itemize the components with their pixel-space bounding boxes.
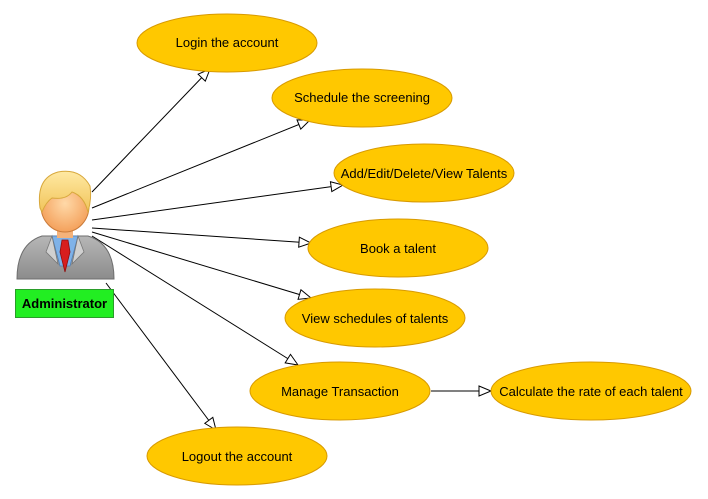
use-case-label: Login the account xyxy=(176,35,279,50)
use-case-label: Manage Transaction xyxy=(281,384,399,399)
use-case-label: View schedules of talents xyxy=(302,311,449,326)
use-case-view-schedules[interactable]: View schedules of talents xyxy=(284,288,466,348)
connector-login xyxy=(91,69,210,193)
connector-book-talent xyxy=(91,227,311,243)
connector-manage-transaction xyxy=(91,235,298,365)
connector-manage-talents xyxy=(91,185,343,221)
use-case-label: Add/Edit/Delete/View Talents xyxy=(341,166,508,181)
connector-view-schedules xyxy=(91,231,311,298)
use-case-label: Schedule the screening xyxy=(294,90,430,105)
use-case-label: Logout the account xyxy=(182,449,293,464)
use-case-schedule-screening[interactable]: Schedule the screening xyxy=(271,68,453,128)
use-case-book-talent[interactable]: Book a talent xyxy=(307,218,489,278)
connectors xyxy=(91,69,491,430)
actor-label-box: Administrator xyxy=(15,289,114,318)
actor-label: Administrator xyxy=(21,296,108,311)
use-case-calculate-rate[interactable]: Calculate the rate of each talent xyxy=(490,361,692,421)
use-case-label: Calculate the rate of each talent xyxy=(499,384,683,399)
connector-logout xyxy=(105,282,216,430)
connector-schedule-screening xyxy=(91,120,310,209)
person-icon xyxy=(16,170,115,280)
use-case-login[interactable]: Login the account xyxy=(136,13,318,73)
use-case-manage-transaction[interactable]: Manage Transaction xyxy=(249,361,431,421)
use-case-label: Book a talent xyxy=(360,241,436,256)
use-case-logout[interactable]: Logout the account xyxy=(146,426,328,486)
use-case-manage-talents[interactable]: Add/Edit/Delete/View Talents xyxy=(333,143,515,203)
